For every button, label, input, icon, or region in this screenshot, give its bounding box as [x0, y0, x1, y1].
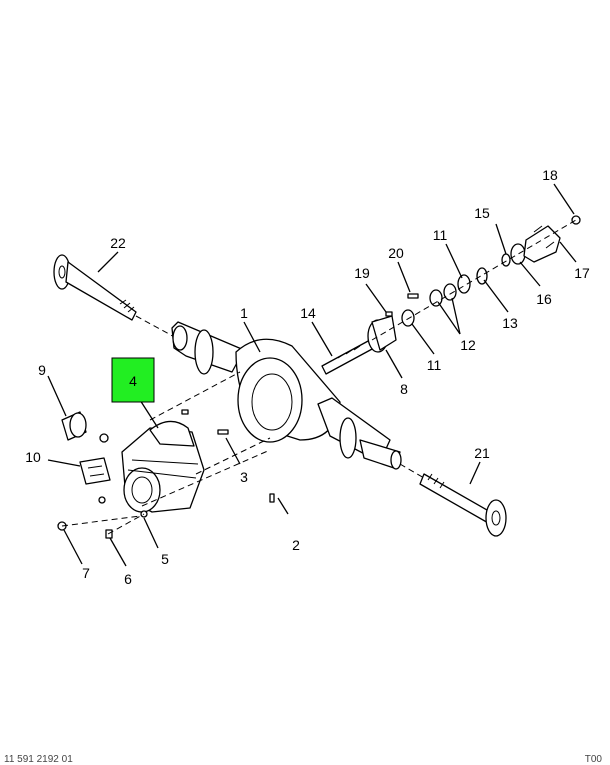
callout-14[interactable]: 14 [300, 305, 316, 321]
callout-8[interactable]: 8 [400, 381, 408, 397]
nut-18 [571, 215, 581, 225]
callout-13[interactable]: 13 [502, 315, 518, 331]
nut-2 [269, 493, 275, 503]
callout-11-lower[interactable]: 11 [427, 357, 442, 373]
leader-lines [47, 183, 577, 567]
callout-7[interactable]: 7 [82, 565, 90, 581]
bushing-9 [61, 411, 109, 443]
washer-15 [501, 253, 511, 267]
callout-5[interactable]: 5 [161, 551, 169, 567]
callout-10[interactable]: 10 [25, 449, 41, 465]
callout-6[interactable]: 6 [124, 571, 132, 587]
bolt-20 [407, 293, 419, 299]
axle-housing-1 [171, 321, 402, 470]
callout-3[interactable]: 3 [240, 469, 248, 485]
callout-2[interactable]: 2 [292, 537, 300, 553]
callout-labels: 22 1 2 3 4 5 6 7 8 9 10 11 11 12 13 14 1… [25, 167, 590, 587]
drawing-code: T00 [584, 754, 602, 765]
drawing-number: 11 591 2192 01 [4, 754, 73, 765]
bracket-10 [79, 457, 111, 504]
callout-19[interactable]: 19 [354, 265, 370, 281]
bearing-12b [443, 283, 457, 301]
callout-9[interactable]: 9 [38, 362, 46, 378]
callout-22[interactable]: 22 [110, 235, 126, 251]
callout-16[interactable]: 16 [536, 291, 552, 307]
axle-shaft-21 [419, 473, 507, 537]
callout-1[interactable]: 1 [240, 305, 248, 321]
callout-15[interactable]: 15 [474, 205, 490, 221]
shim-19 [385, 311, 393, 317]
bolt-upper [181, 409, 189, 415]
pinion-14 [321, 339, 375, 375]
callout-20[interactable]: 20 [388, 245, 404, 261]
callout-12[interactable]: 12 [460, 337, 476, 353]
axle-shaft-22 [53, 254, 137, 321]
bearing-11-upper [457, 274, 471, 294]
differential-carrier-4 [121, 420, 205, 513]
callout-4[interactable]: 4 [129, 373, 137, 389]
callout-11-upper[interactable]: 11 [433, 227, 448, 243]
callout-21[interactable]: 21 [474, 445, 490, 461]
deflector-16 [510, 243, 526, 265]
callout-18[interactable]: 18 [542, 167, 558, 183]
yoke-17 [523, 225, 561, 263]
bearing-12a [429, 289, 443, 307]
bearing-11-lower [401, 309, 415, 327]
stud-3 [217, 429, 229, 435]
callout-4-highlight[interactable] [111, 357, 155, 403]
callout-17[interactable]: 17 [574, 265, 590, 281]
